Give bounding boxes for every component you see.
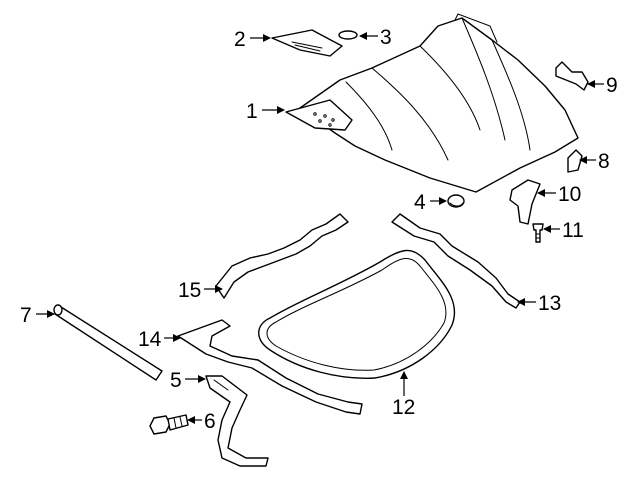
emblem-disc (338, 30, 358, 40)
callout-12: 12 (392, 396, 415, 419)
callout-11: 11 (562, 219, 584, 242)
callout-4: 4 (414, 191, 426, 214)
bumper-plug (447, 194, 465, 208)
callout-6: 6 (204, 410, 216, 433)
hood-panel (299, 13, 579, 193)
callout-8: 8 (598, 150, 610, 173)
bolt-small (532, 223, 544, 243)
callout-7: 7 (20, 304, 32, 327)
callout-13: 13 (538, 292, 561, 315)
callout-2: 2 (234, 28, 246, 51)
upper-seal (215, 213, 349, 299)
hood-pad-small (271, 29, 343, 57)
callout-15: 15 (178, 279, 201, 302)
latch-bracket (509, 179, 541, 225)
bumper-cap (567, 149, 583, 173)
callout-9: 9 (606, 74, 618, 97)
callout-5: 5 (170, 369, 182, 392)
bolt-large (149, 414, 189, 435)
lower-seal (177, 319, 363, 415)
weatherstrip-loop (258, 249, 456, 379)
callout-14: 14 (138, 328, 162, 351)
hinge-clip (555, 61, 589, 91)
hood-insulator-pad (285, 99, 353, 131)
callout-1: 1 (246, 100, 258, 123)
seal-strip (53, 304, 163, 381)
callout-10: 10 (558, 183, 581, 206)
lower-bracket (205, 375, 269, 467)
callout-3: 3 (380, 26, 392, 49)
